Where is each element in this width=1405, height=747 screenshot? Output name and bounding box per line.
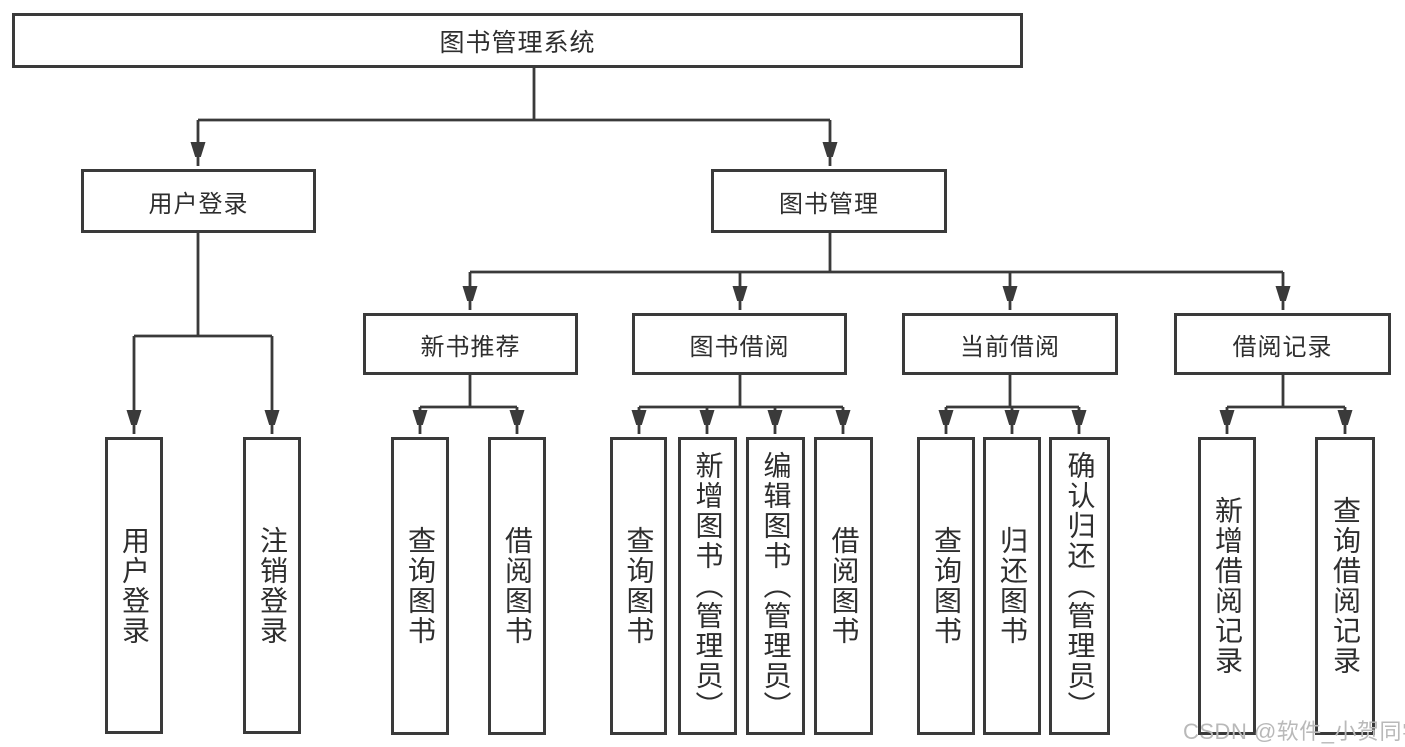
node-return-book: 归还图书: [983, 437, 1041, 735]
node-borrow-book-rec: 借阅图书: [488, 437, 546, 735]
node-query-book-borrow: 查询图书: [610, 437, 667, 735]
node-add-book-admin: 新增图书（管理员）: [678, 437, 737, 735]
node-book-borrow: 图书借阅: [632, 313, 847, 375]
node-edit-book-admin: 编辑图书（管理员）: [746, 437, 805, 735]
node-user-login-group: 用户登录: [81, 169, 316, 233]
node-borrow-book-borrow: 借阅图书: [814, 437, 873, 735]
node-borrow-records: 借阅记录: [1174, 313, 1391, 375]
node-book-mgmt: 图书管理: [711, 169, 947, 233]
node-user-login: 用户登录: [105, 437, 163, 734]
node-query-book-rec: 查询图书: [391, 437, 449, 735]
node-new-book-rec: 新书推荐: [363, 313, 578, 375]
node-query-borrow-record: 查询借阅记录: [1315, 437, 1375, 735]
node-logout: 注销登录: [243, 437, 301, 734]
node-root: 图书管理系统: [12, 13, 1023, 68]
node-query-book-current: 查询图书: [917, 437, 975, 735]
node-current-borrow: 当前借阅: [902, 313, 1118, 375]
node-confirm-return-admin: 确认归还（管理员）: [1049, 437, 1110, 735]
csdn-watermark: CSDN @软件_小贺同学: [1183, 719, 1405, 744]
node-add-borrow-record: 新增借阅记录: [1198, 437, 1256, 735]
